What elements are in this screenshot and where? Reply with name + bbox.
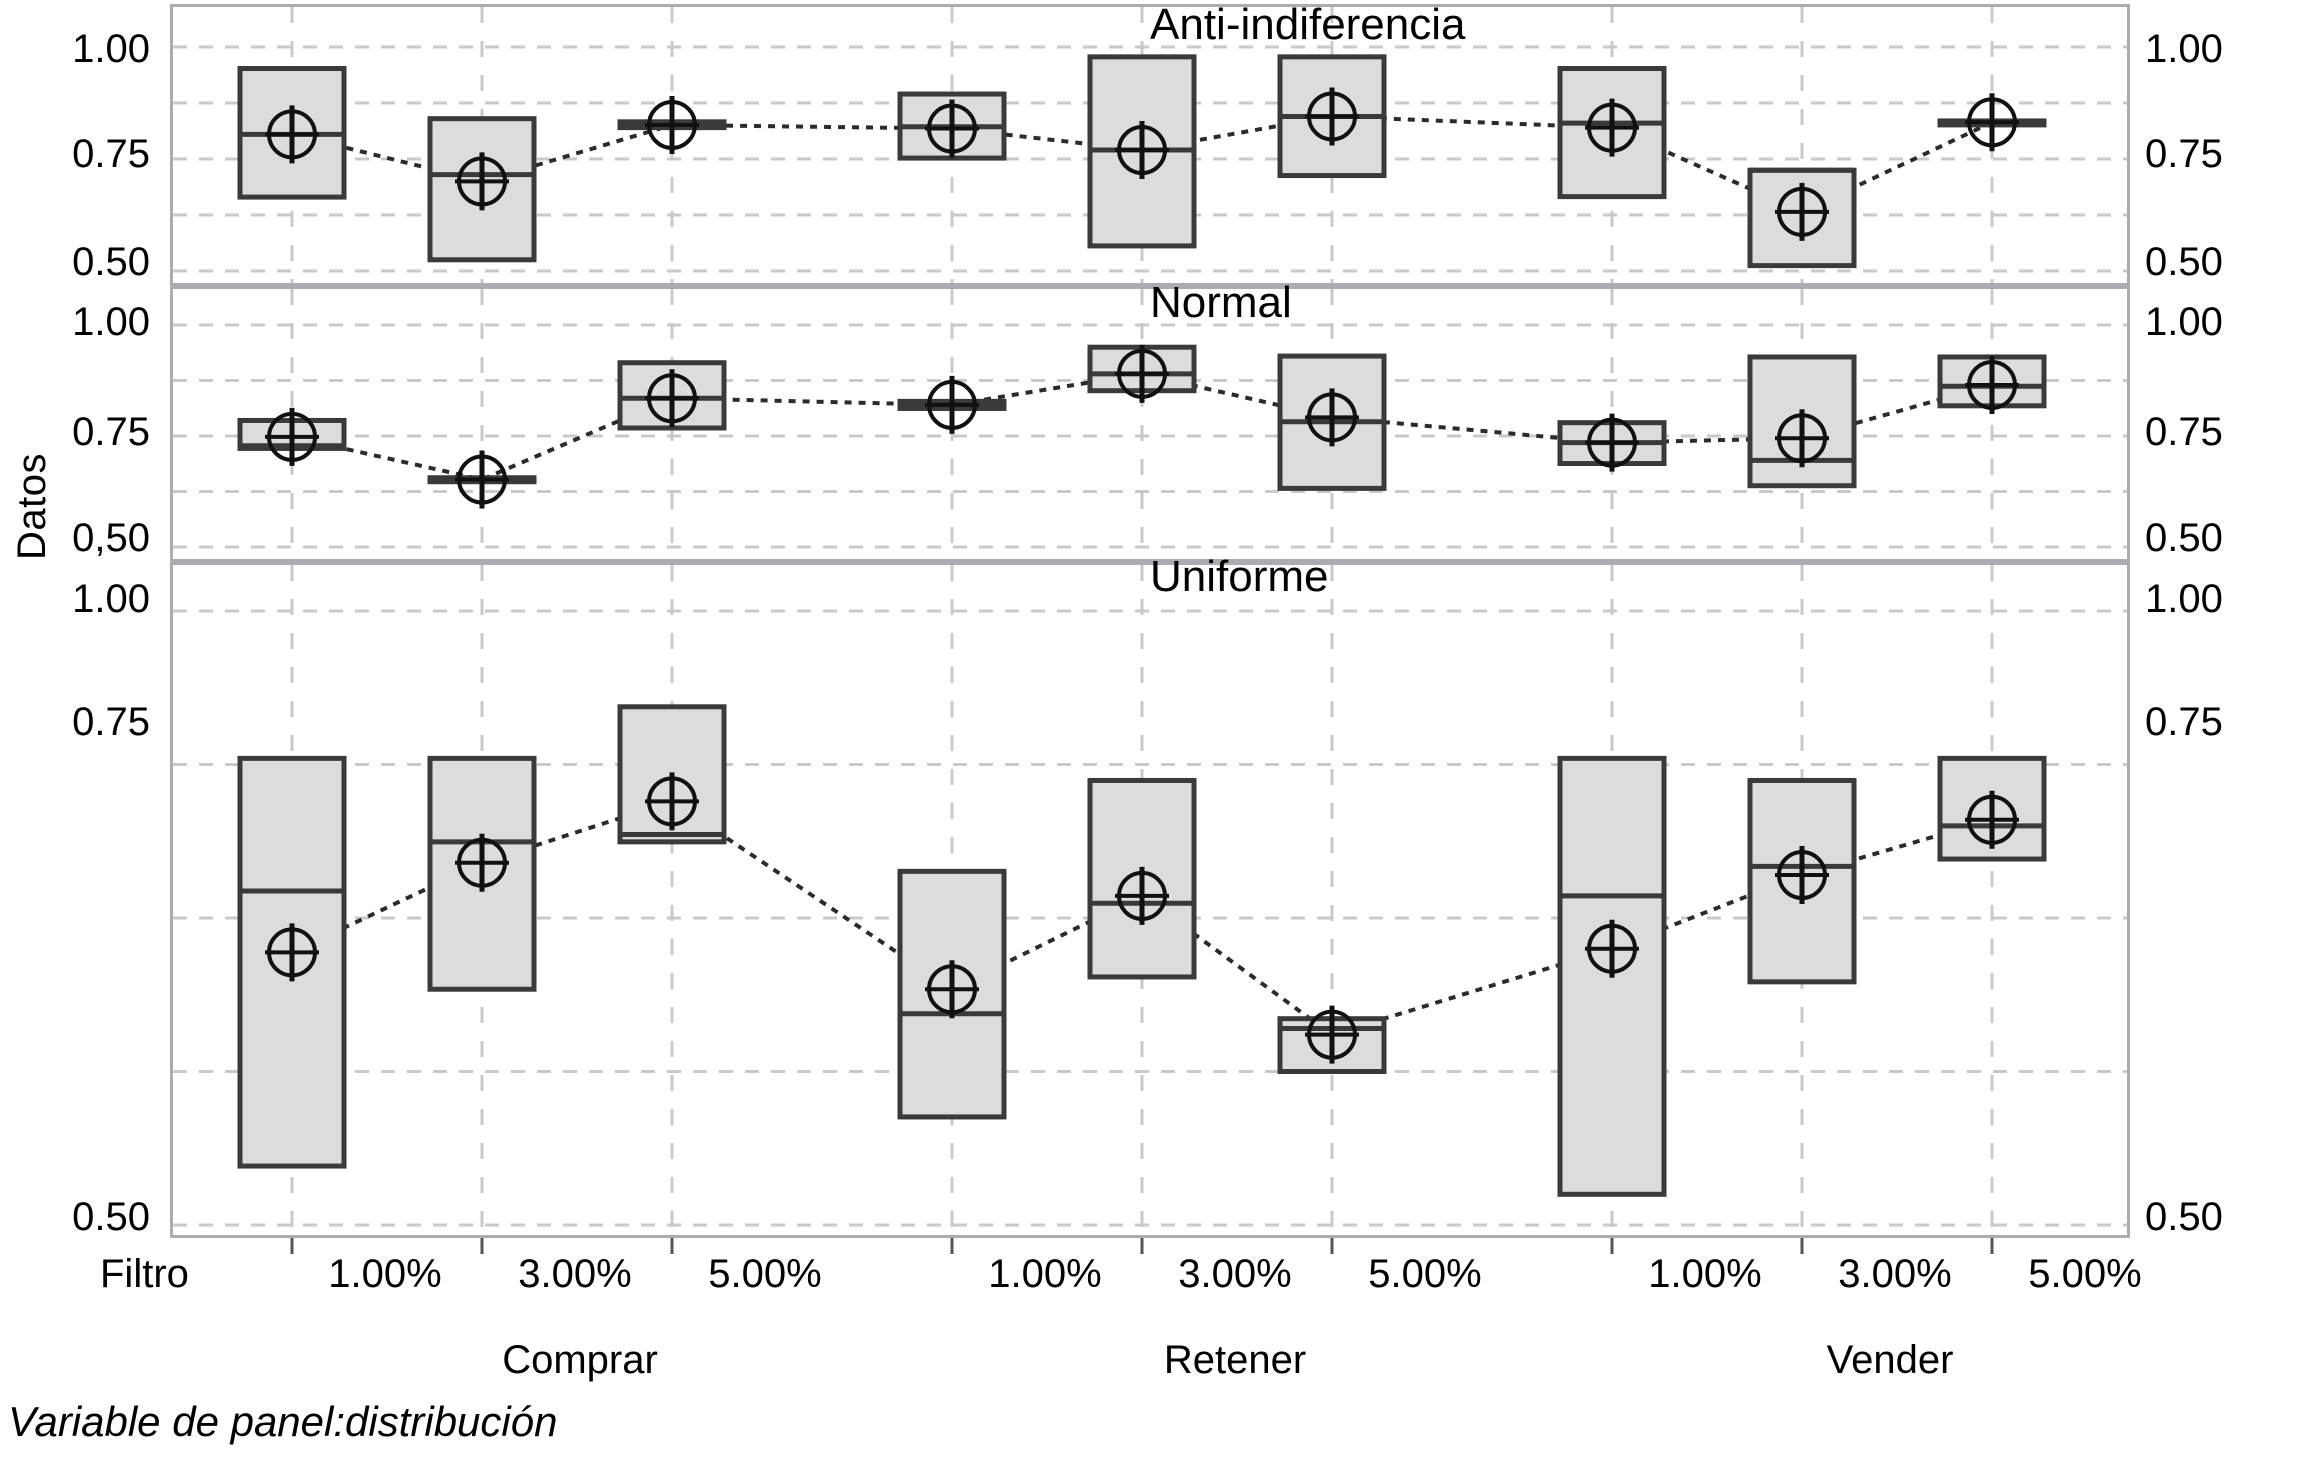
mean-connect-line bbox=[291, 114, 1993, 215]
y-tick-p3-050: 0.50 bbox=[72, 1195, 150, 1239]
y-tick-p1-050: 0.50 bbox=[72, 240, 150, 284]
y-tick-p3-075: 0.75 bbox=[72, 700, 150, 744]
x-tick-6: 1.00% bbox=[1648, 1252, 1762, 1296]
x-tick-8: 5.00% bbox=[2028, 1252, 2142, 1296]
group-label-vender: Vender bbox=[1826, 1338, 1954, 1382]
panel-title-3: Uniforme bbox=[1150, 552, 1329, 601]
boxplot-box bbox=[427, 116, 537, 263]
y-tick-p2-100-right: 1.00 bbox=[2145, 300, 2223, 344]
x-tick-0: 1.00% bbox=[328, 1252, 442, 1296]
x-tick-5: 5.00% bbox=[1368, 1252, 1482, 1296]
y-tick-p2-075: 0.75 bbox=[72, 410, 150, 454]
y-tick-p1-050-right: 0.50 bbox=[2145, 240, 2223, 284]
x-axis-ticks bbox=[290, 1238, 1994, 1254]
panel-title-1: Anti-indiferencia bbox=[1150, 0, 1466, 49]
boxplot-svg-2 bbox=[173, 289, 2127, 559]
x-tick-1: 3.00% bbox=[518, 1252, 632, 1296]
panel-3-plot bbox=[173, 565, 2127, 1235]
x-tick-4: 3.00% bbox=[1178, 1252, 1292, 1296]
y-tick-p1-100-right: 1.00 bbox=[2145, 27, 2223, 71]
x-tick-3: 1.00% bbox=[988, 1252, 1102, 1296]
group-label-retener: Retener bbox=[1163, 1338, 1307, 1382]
y-tick-p2-050: 0,50 bbox=[72, 516, 150, 560]
panel-uniforme bbox=[170, 562, 2130, 1238]
panel-anti-indiferencia bbox=[170, 4, 2130, 286]
y-tick-p2-075-right: 0.75 bbox=[2145, 410, 2223, 454]
y-tick-p3-100-right: 1.00 bbox=[2145, 577, 2223, 621]
x-tick-7: 3.00% bbox=[1838, 1252, 1952, 1296]
panel-normal bbox=[170, 286, 2130, 562]
y-tick-p1-075-right: 0.75 bbox=[2145, 132, 2223, 176]
y-tick-p3-075-right: 0.75 bbox=[2145, 700, 2223, 744]
panel-title-2: Normal bbox=[1150, 278, 1292, 327]
y-tick-p2-100: 1.00 bbox=[72, 300, 150, 344]
panel-1-plot bbox=[173, 7, 2127, 283]
y-tick-p3-100: 1.00 bbox=[72, 577, 150, 621]
y-tick-p3-050-right: 0.50 bbox=[2145, 1195, 2223, 1239]
y-tick-p2-050-right: 0.50 bbox=[2145, 516, 2223, 560]
x-axis-row-label: Filtro bbox=[100, 1252, 189, 1296]
y-tick-p1-100: 1.00 bbox=[72, 27, 150, 71]
boxplot-box bbox=[897, 868, 1007, 1120]
boxplot-svg-1 bbox=[173, 7, 2127, 283]
boxplot-svg-3 bbox=[173, 565, 2127, 1235]
panel-2-plot bbox=[173, 289, 2127, 559]
group-label-comprar: Comprar bbox=[502, 1338, 658, 1382]
x-tick-2: 5.00% bbox=[708, 1252, 822, 1296]
panel-variable-note: Variable de panel:distribución bbox=[8, 1398, 558, 1445]
y-tick-p1-075: 0.75 bbox=[72, 132, 150, 176]
